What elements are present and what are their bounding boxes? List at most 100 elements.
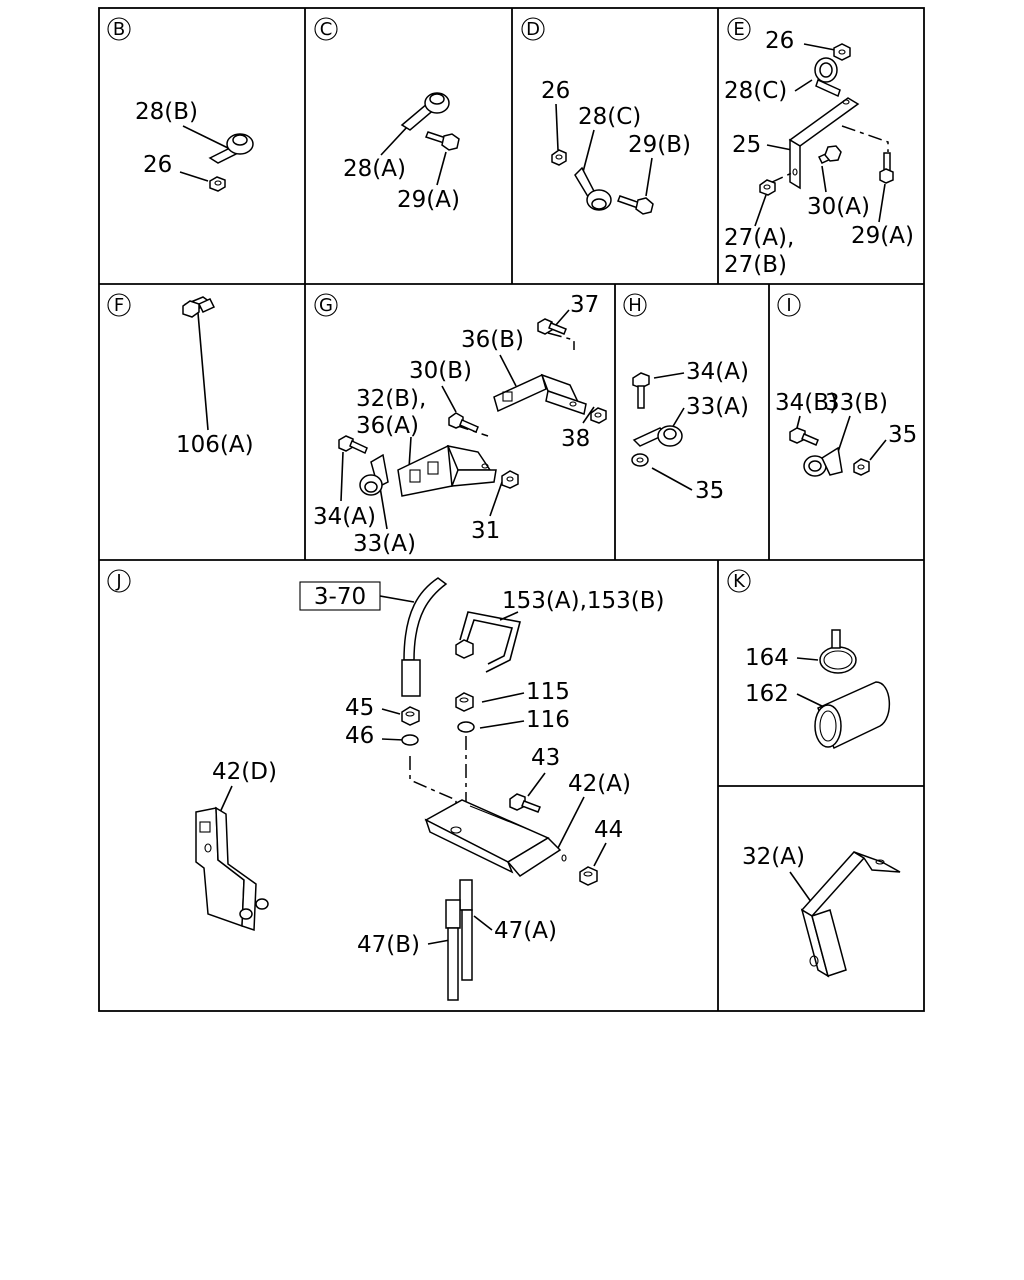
panel-g-label-30b: 30(B) xyxy=(409,358,472,384)
p-clip-icon xyxy=(359,453,389,496)
p-clip-icon xyxy=(574,166,612,211)
panel-k: K 164 162 xyxy=(727,569,891,750)
fuel-pipe-icon xyxy=(401,577,448,697)
panel-j-label-116: 116 xyxy=(526,707,570,733)
panel-h-letter: H xyxy=(628,295,642,316)
panel-e-label-28c: 28(C) xyxy=(724,78,787,104)
nut-icon xyxy=(401,706,420,726)
bracket-icon xyxy=(397,444,497,497)
nut-icon xyxy=(833,43,851,61)
panel-bracket-32a: 32(A) xyxy=(742,844,901,978)
panel-g-label-36a: 36(A) xyxy=(356,413,419,439)
bolt-icon xyxy=(617,195,654,215)
panel-b: B 28(B) 26 xyxy=(107,17,254,192)
panel-e-label-27a: 27(A), xyxy=(724,225,794,251)
p-clip-icon xyxy=(400,92,450,131)
grid-frame xyxy=(98,7,925,1012)
panel-j-label-47a: 47(A) xyxy=(494,918,557,944)
nut-icon xyxy=(501,470,519,489)
panel-i-label-33b: 33(B) xyxy=(825,390,888,416)
bracket-icon xyxy=(424,799,567,877)
panel-e: E 26 28(C) 25 30(A) 27(A), 27(B) 29(A) xyxy=(724,17,914,278)
panel-g-label-31: 31 xyxy=(471,518,500,544)
panel-f-label-106a: 106(A) xyxy=(176,432,254,458)
panel-g: G 37 36(B) 30(B) 32(B), 36(A) 38 34(A) 3… xyxy=(313,292,607,557)
nut-icon xyxy=(853,458,870,476)
panel-g-letter: G xyxy=(319,295,333,316)
panel-j-label-42a: 42(A) xyxy=(568,771,631,797)
panel-label-32a: 32(A) xyxy=(742,844,805,870)
nut-icon xyxy=(579,866,598,886)
pipe-icon xyxy=(455,611,521,673)
panel-i-label-35: 35 xyxy=(888,422,917,448)
panel-d-label-26: 26 xyxy=(541,78,570,104)
panel-e-letter: E xyxy=(733,19,744,40)
panel-i-letter: I xyxy=(786,295,791,316)
panel-e-label-30a: 30(A) xyxy=(807,194,870,220)
p-clip-icon xyxy=(803,446,843,477)
nut-icon xyxy=(551,149,567,166)
panel-j-label-46: 46 xyxy=(345,723,374,749)
panel-b-label-26: 26 xyxy=(143,152,172,178)
panel-e-label-29a: 29(A) xyxy=(851,223,914,249)
hose-icon xyxy=(814,681,891,750)
bracket-icon xyxy=(493,373,587,415)
panel-b-label-28b: 28(B) xyxy=(135,99,198,125)
panel-j-label-115: 115 xyxy=(526,679,570,705)
panel-j-label-153: 153(A),153(B) xyxy=(502,588,665,614)
panel-i-label-34b: 34(B) xyxy=(775,390,838,416)
reference-3-70: 3-70 xyxy=(314,584,366,610)
panel-i: I 34(B) 33(B) 35 xyxy=(775,293,917,477)
panel-j-label-45: 45 xyxy=(345,695,374,721)
panel-c-letter: C xyxy=(320,19,333,40)
bolt-icon xyxy=(879,152,894,184)
panel-g-label-38: 38 xyxy=(561,426,590,452)
p-clip-icon xyxy=(814,57,841,98)
union-fitting-icon xyxy=(445,879,473,1001)
washer-icon xyxy=(401,721,475,746)
panel-c-label-29a: 29(A) xyxy=(397,187,460,213)
panel-j-label-43: 43 xyxy=(531,745,560,771)
panel-d-letter: D xyxy=(526,19,540,40)
bolt-icon xyxy=(789,427,819,446)
bracket-icon xyxy=(800,851,901,978)
bracket-icon xyxy=(788,97,860,190)
bolt-icon xyxy=(509,793,541,813)
p-clip-icon xyxy=(632,425,683,447)
p-clip-icon xyxy=(208,133,254,164)
panel-e-label-27b: 27(B) xyxy=(724,252,787,278)
nut-icon xyxy=(455,692,474,712)
bolt-icon xyxy=(338,435,368,455)
panel-f-letter: F xyxy=(114,295,124,316)
panel-k-label-164: 164 xyxy=(745,645,789,671)
panel-h-label-33a: 33(A) xyxy=(686,394,749,420)
panel-f: F 106(A) xyxy=(107,293,254,458)
bracket-icon xyxy=(195,806,269,932)
bolt-icon xyxy=(817,145,842,164)
panel-g-label-37: 37 xyxy=(570,292,599,318)
panel-c: C 28(A) 29(A) xyxy=(314,17,460,213)
bolt-icon xyxy=(632,372,650,409)
nut-icon xyxy=(209,176,226,192)
panel-h: H 34(A) 33(A) 35 xyxy=(623,293,749,504)
washer-icon xyxy=(631,453,649,467)
panel-h-label-35: 35 xyxy=(695,478,724,504)
nut-icon xyxy=(590,407,607,424)
panel-g-label-36b: 36(B) xyxy=(461,327,524,353)
panel-j-letter: J xyxy=(115,571,121,592)
nut-icon xyxy=(759,179,776,196)
panel-j-label-44: 44 xyxy=(594,817,623,843)
panel-j-label-47b: 47(B) xyxy=(357,932,420,958)
panel-d: D 26 28(C) 29(B) xyxy=(521,17,691,215)
panel-j: J 3-70 153(A),153(B) 45 115 46 116 43 42… xyxy=(107,569,665,1001)
panel-b-letter: B xyxy=(113,19,125,40)
panel-e-label-25: 25 xyxy=(732,132,761,158)
panel-g-label-33a: 33(A) xyxy=(353,531,416,557)
panel-h-label-34a: 34(A) xyxy=(686,359,749,385)
fitting-icon xyxy=(182,296,216,318)
panel-e-label-26: 26 xyxy=(765,28,794,54)
bolt-icon xyxy=(537,318,567,335)
panel-d-label-28c: 28(C) xyxy=(578,104,641,130)
bolt-icon xyxy=(425,131,460,151)
